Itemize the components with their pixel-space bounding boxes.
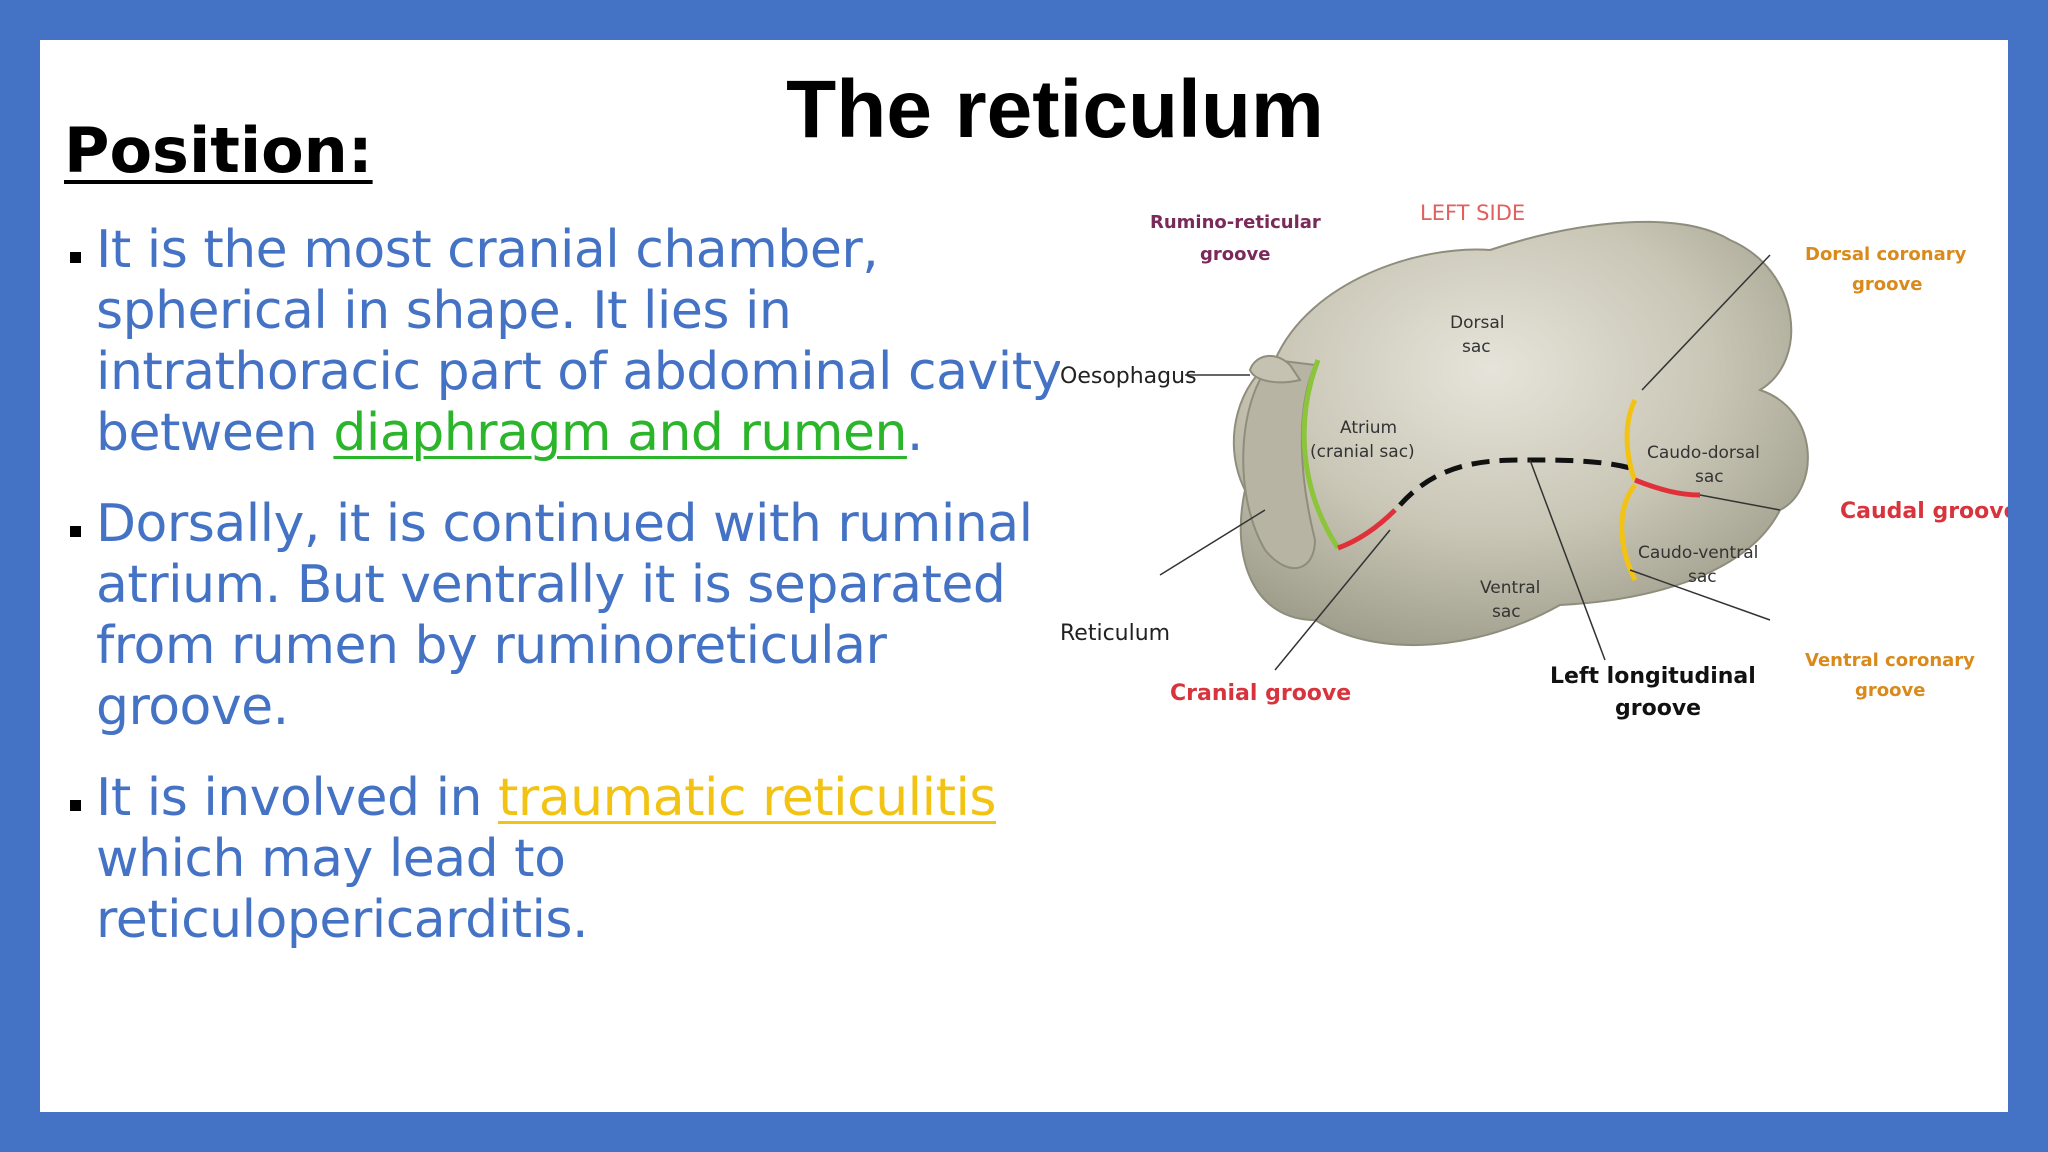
caudal-groove-line xyxy=(1634,477,1701,498)
ventral-sac-label-line2: sac xyxy=(1492,602,1521,622)
atrium-label-line1: Atrium xyxy=(1340,418,1397,438)
left-side-label: LEFT SIDE xyxy=(1420,201,1525,225)
section-heading: Position: xyxy=(64,114,373,187)
bullet-text-end: . xyxy=(906,403,924,463)
bullet-text: Dorsally, it is continued with ruminal a… xyxy=(96,494,1033,737)
rumen-reticulum-diagram: LEFT SIDE Rumino-reticular groove Oesoph… xyxy=(1060,160,2008,750)
bullet-text: It is involved in xyxy=(96,768,498,828)
bullet-item: It is involved in traumatic reticulitis … xyxy=(64,768,1064,951)
caudo-dorsal-label-line2: sac xyxy=(1695,467,1724,487)
bullet-marker-icon xyxy=(70,252,81,263)
caudo-dorsal-label-line1: Caudo-dorsal xyxy=(1647,443,1760,463)
caudal-groove-label: Caudal groove xyxy=(1840,499,2008,524)
ventral-coronary-label-line2: groove xyxy=(1855,680,1925,701)
dorsal-sac-label-line1: Dorsal xyxy=(1450,313,1504,333)
rumino-reticular-label-line1: Rumino-reticular xyxy=(1150,212,1321,233)
slide-title: The reticulum xyxy=(786,64,1324,155)
dorsal-coronary-groove-line xyxy=(1624,398,1638,482)
rumen-shape xyxy=(1232,220,1809,647)
cranial-groove-label: Cranial groove xyxy=(1170,681,1351,706)
slide: The reticulum Position: It is the most c… xyxy=(40,40,2008,1112)
left-longitudinal-groove-line xyxy=(1398,457,1631,507)
bullet-item: It is the most cranial chamber, spherica… xyxy=(64,220,1064,464)
dorsal-coronary-label-line2: groove xyxy=(1852,274,1922,295)
bullet-text: It is the most cranial chamber, spherica… xyxy=(96,220,1062,463)
oesophagus-shape xyxy=(1248,355,1302,384)
left-longitudinal-label-line1: Left longitudinal xyxy=(1550,664,1756,689)
left-longitudinal-label-line2: groove xyxy=(1615,696,1701,721)
dorsal-coronary-label-line1: Dorsal coronary xyxy=(1805,244,1967,265)
atrium-label-line2: (cranial sac) xyxy=(1310,442,1415,462)
caudo-ventral-label-line1: Caudo-ventral xyxy=(1638,543,1758,563)
leader-lines xyxy=(1159,254,1781,671)
diaphragm-rumen-link[interactable]: diaphragm and rumen xyxy=(333,403,907,463)
traumatic-reticulitis-link[interactable]: traumatic reticulitis xyxy=(498,768,997,828)
oesophagus-label: Oesophagus xyxy=(1060,364,1197,389)
bullet-marker-icon xyxy=(70,800,81,811)
dorsal-sac-label-line2: sac xyxy=(1462,337,1491,357)
bullet-marker-icon xyxy=(70,526,81,537)
caudo-ventral-label-line2: sac xyxy=(1688,567,1717,587)
bullet-item: Dorsally, it is continued with ruminal a… xyxy=(64,494,1064,738)
ventral-sac-label-line1: Ventral xyxy=(1480,578,1540,598)
rumino-reticular-label-line2: groove xyxy=(1200,244,1270,265)
reticulum-label: Reticulum xyxy=(1060,621,1170,646)
bullet-text-end: which may lead to reticulopericarditis. xyxy=(96,829,589,950)
ventral-coronary-label-line1: Ventral coronary xyxy=(1805,650,1975,671)
cranial-groove-line xyxy=(1337,508,1397,551)
rumino-reticular-groove-line xyxy=(1301,359,1341,550)
diagram-svg: LEFT SIDE Rumino-reticular groove Oesoph… xyxy=(1060,201,2008,721)
bullet-list: It is the most cranial chamber, spherica… xyxy=(64,220,1064,981)
